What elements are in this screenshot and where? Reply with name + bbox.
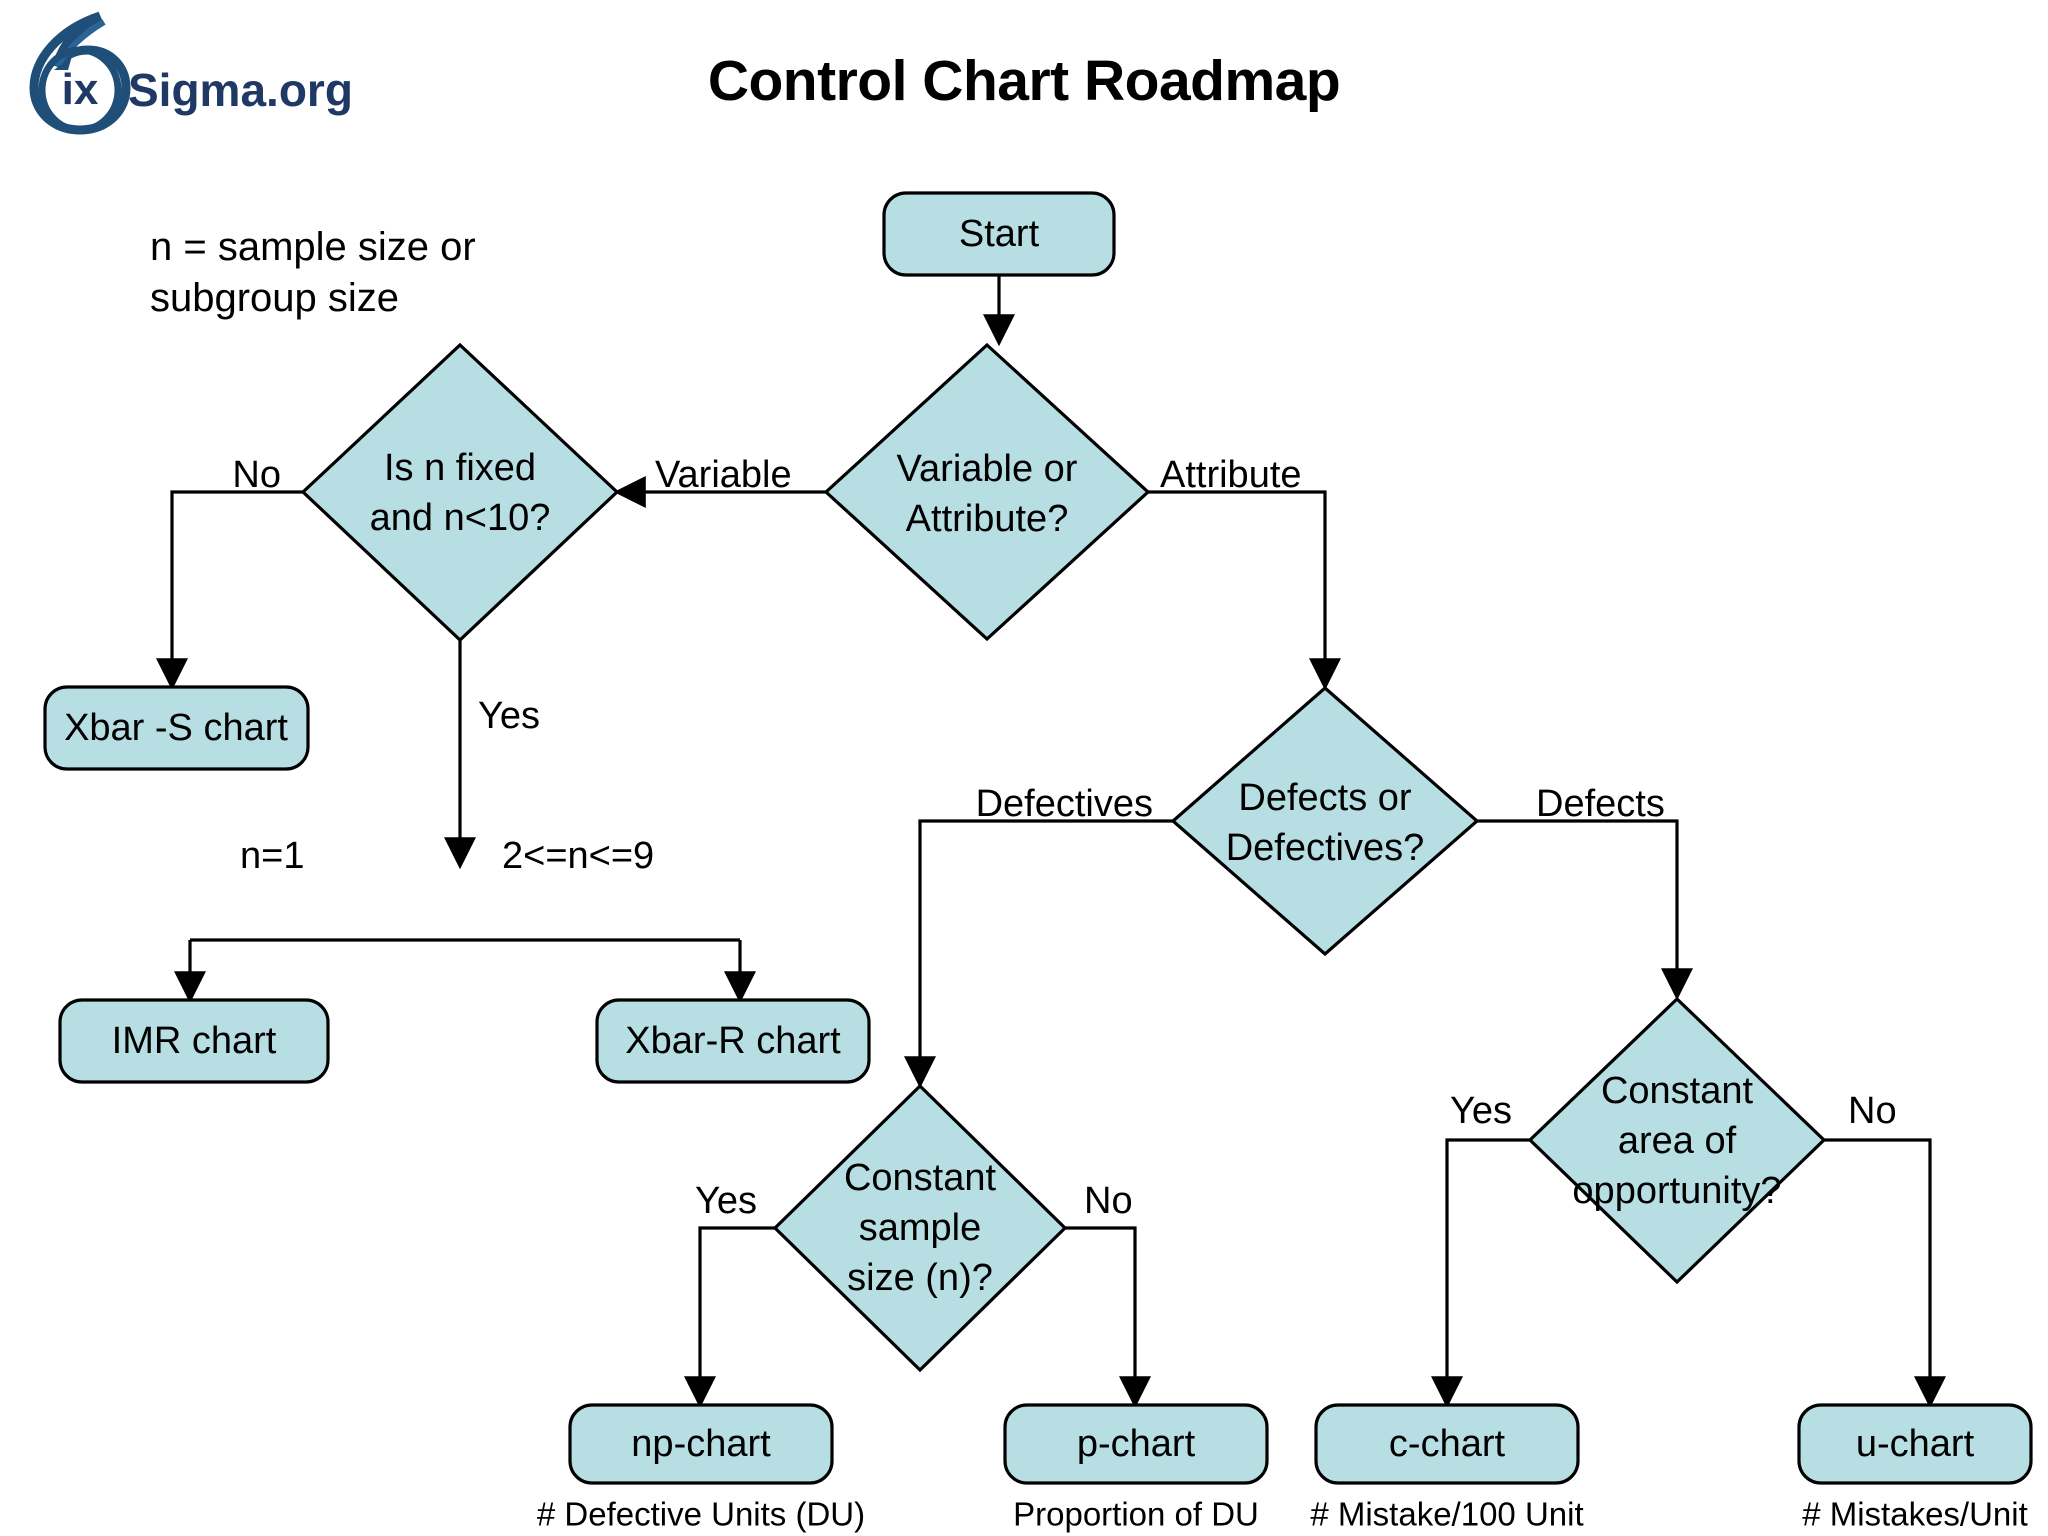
- node-c-chart[interactable]: c-chart # Mistake/100 Unit: [1310, 1403, 1584, 1533]
- is-n-fixed-label-2: and n<10?: [370, 497, 551, 539]
- sixsigma-logo: ix Sigma.org: [18, 8, 358, 136]
- edge-cao-yes-to-c-chart: [1431, 1138, 1530, 1409]
- node-start[interactable]: Start: [882, 191, 1116, 277]
- constant-area-label-1: Constant: [1601, 1070, 1754, 1112]
- np-chart-label: np-chart: [631, 1423, 771, 1465]
- edge-label-defects: Defects: [1536, 783, 1665, 825]
- constant-area-diamond[interactable]: [1527, 996, 1827, 1285]
- edge-label-n-range: 2<=n<=9: [502, 835, 654, 877]
- p-chart-box[interactable]: [1003, 1403, 1269, 1485]
- node-is-n-fixed[interactable]: Is n fixed and n<10?: [300, 342, 620, 643]
- np-chart-box[interactable]: [568, 1403, 834, 1485]
- is-n-fixed-label-1: Is n fixed: [384, 447, 536, 489]
- logo-arrow-head: [54, 56, 72, 70]
- p-chart-label: p-chart: [1077, 1423, 1196, 1465]
- edge-label-cao-no: No: [1848, 1090, 1897, 1132]
- note-line-2: subgroup size: [150, 276, 400, 321]
- edge-defects-to-constant-area: [1477, 819, 1693, 1001]
- edge-label-css-no: No: [1084, 1180, 1133, 1222]
- u-chart-caption: # Mistakes/Unit: [1802, 1496, 2028, 1533]
- logo-wordmark: Sigma.org: [128, 64, 353, 116]
- imr-box[interactable]: [58, 998, 330, 1084]
- u-chart-box[interactable]: [1797, 1403, 2033, 1485]
- xbar-s-box[interactable]: [43, 685, 310, 771]
- xbar-r-box[interactable]: [595, 998, 871, 1084]
- edge-no-to-xbar-s: [156, 490, 303, 691]
- constant-sample-size-diamond[interactable]: [772, 1083, 1068, 1373]
- is-n-fixed-diamond[interactable]: [300, 342, 620, 643]
- edge-label-defectives: Defectives: [976, 783, 1153, 825]
- edge-defectives-to-constant-sample-size: [904, 819, 1173, 1089]
- node-u-chart[interactable]: u-chart # Mistakes/Unit: [1797, 1403, 2033, 1533]
- c-chart-box[interactable]: [1314, 1403, 1580, 1485]
- edge-label-variable: Variable: [655, 454, 792, 496]
- constant-area-label-3: opportunity?: [1572, 1170, 1781, 1212]
- imr-label: IMR chart: [112, 1020, 277, 1062]
- edge-attribute-to-defects-or-defectives: [1148, 490, 1341, 691]
- node-imr-chart[interactable]: IMR chart: [58, 998, 330, 1084]
- defects-or-defectives-label-1: Defects or: [1238, 777, 1412, 819]
- node-np-chart[interactable]: np-chart # Defective Units (DU): [537, 1403, 865, 1533]
- node-constant-area-of-opportunity[interactable]: Constant area of opportunity?: [1527, 996, 1827, 1285]
- defects-or-defectives-diamond[interactable]: [1170, 685, 1480, 957]
- logo-graphic: ix Sigma.org: [29, 11, 353, 135]
- page-title: Control Chart Roadmap: [707, 49, 1341, 113]
- c-chart-caption: # Mistake/100 Unit: [1310, 1496, 1583, 1533]
- edge-label-is-n-fixed-no: No: [232, 454, 281, 496]
- variable-or-attribute-label-1: Variable or: [897, 448, 1078, 490]
- node-p-chart[interactable]: p-chart Proportion of DU: [1003, 1403, 1269, 1533]
- xbar-s-label: Xbar -S chart: [64, 707, 288, 749]
- xbar-r-label: Xbar-R chart: [625, 1020, 841, 1062]
- edge-css-yes-to-np-chart: [684, 1226, 775, 1409]
- logo-inner-text: ix: [62, 65, 99, 114]
- node-constant-sample-size[interactable]: Constant sample size (n)?: [772, 1083, 1068, 1373]
- defects-or-defectives-label-2: Defectives?: [1226, 827, 1425, 869]
- edge-label-attribute: Attribute: [1160, 454, 1302, 496]
- constant-sample-size-label-3: size (n)?: [847, 1257, 993, 1299]
- constant-area-label-2: area of: [1618, 1120, 1737, 1162]
- edge-label-is-n-fixed-yes: Yes: [478, 695, 540, 737]
- logo-six-tail: [54, 19, 106, 68]
- sample-size-note: n = sample size or subgroup size: [150, 222, 580, 324]
- p-chart-caption: Proportion of DU: [1013, 1496, 1259, 1533]
- node-xbar-s-chart[interactable]: Xbar -S chart: [43, 685, 310, 771]
- variable-or-attribute-label-2: Attribute?: [906, 498, 1069, 540]
- edge-cao-no-to-u-chart: [1824, 1138, 1946, 1409]
- start-label: Start: [959, 213, 1040, 255]
- c-chart-label: c-chart: [1389, 1423, 1506, 1465]
- node-xbar-r-chart[interactable]: Xbar-R chart: [595, 998, 871, 1084]
- constant-sample-size-label-1: Constant: [844, 1157, 997, 1199]
- node-defects-or-defectives[interactable]: Defects or Defectives?: [1170, 685, 1480, 957]
- note-line-1: n = sample size or: [150, 225, 476, 269]
- np-chart-caption: # Defective Units (DU): [537, 1496, 865, 1533]
- start-box[interactable]: [882, 191, 1116, 277]
- u-chart-label: u-chart: [1856, 1423, 1975, 1465]
- edge-label-cao-yes: Yes: [1450, 1090, 1512, 1132]
- variable-or-attribute-diamond[interactable]: [823, 342, 1151, 642]
- logo-circle: [38, 46, 122, 134]
- edge-css-no-to-p-chart: [1065, 1226, 1151, 1409]
- node-variable-or-attribute[interactable]: Variable or Attribute?: [823, 342, 1151, 642]
- edge-label-n-equals-1: n=1: [240, 835, 304, 877]
- constant-sample-size-label-2: sample: [859, 1207, 982, 1249]
- edge-label-css-yes: Yes: [695, 1180, 757, 1222]
